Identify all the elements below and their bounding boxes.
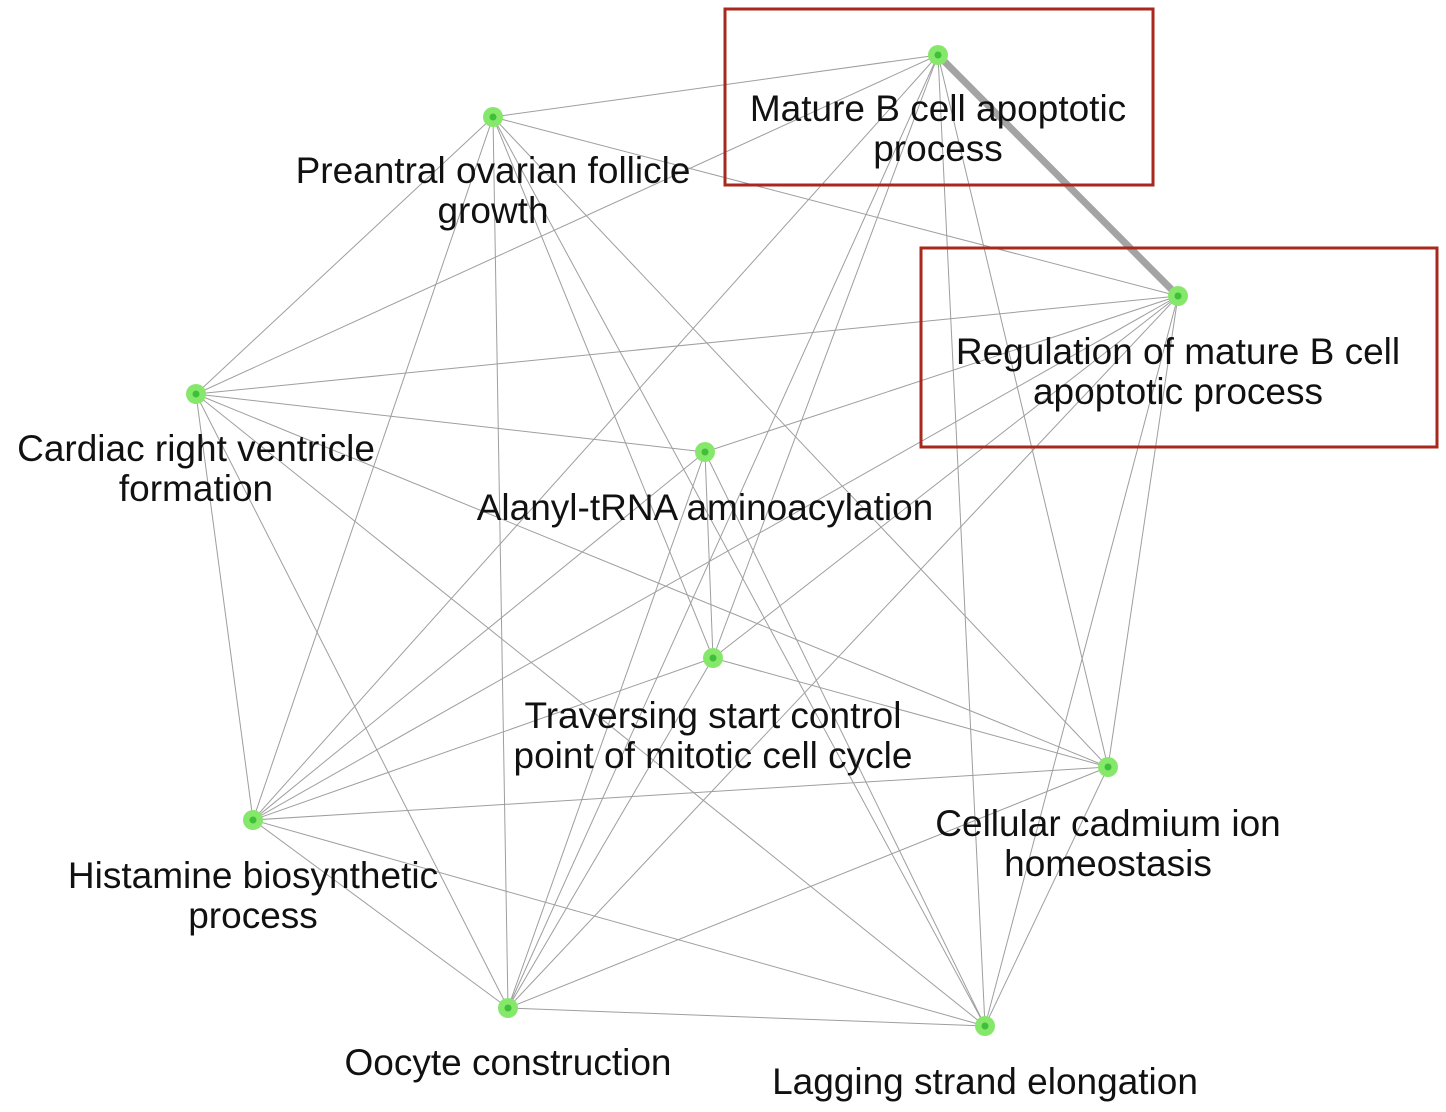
edge-preantral-traversing [492,116,714,659]
node-label-lagging: Lagging strand elongation [772,1061,1198,1102]
node-core-cardiac [192,390,200,398]
edge-preantral-cardiac [195,116,494,395]
edge-oocyte-cadmium [507,766,1109,1009]
node-label-alanyl: Alanyl-tRNA aminoacylation [477,487,934,528]
edge-preantral-histamine [252,116,494,821]
node-core-lagging [981,1022,989,1030]
node-lagging[interactable] [975,1016,995,1036]
node-core-cadmium [1104,763,1112,771]
edge-mature-oocyte [507,54,939,1009]
edge-alanyl-lagging [704,451,986,1027]
node-alanyl[interactable] [695,442,715,462]
node-label-line: Mature B cell apoptotic [750,88,1126,129]
node-label-line: Traversing start control [525,695,902,736]
node-core-alanyl [701,448,709,456]
highlight-box-mature [723,7,1155,187]
node-label-line: Cardiac right ventricle [17,428,375,469]
edge-regulation-alanyl [704,295,1179,453]
edge-traversing-histamine [252,657,714,821]
node-label-line: apoptotic process [1033,371,1323,412]
node-label-line: homeostasis [1004,843,1212,884]
node-core-oocyte [504,1004,512,1012]
edge-regulation-cardiac [195,295,1179,395]
edge-cardiac-alanyl [195,393,706,453]
node-core-preantral [489,113,497,121]
node-label-line: Oocyte construction [345,1042,672,1083]
edge-oocyte-lagging [507,1007,986,1027]
node-histamine[interactable] [243,810,263,830]
edge-mature-preantral [492,54,939,118]
node-label-line: process [873,128,1003,169]
node-label-line: formation [119,468,273,509]
edge-regulation-lagging [984,295,1179,1027]
node-label-line: Preantral ovarian follicle [296,150,691,191]
nodes-layer [186,45,1188,1036]
edge-histamine-cadmium [252,766,1109,821]
node-label-oocyte: Oocyte construction [345,1042,672,1083]
node-label-line: process [188,895,318,936]
edge-regulation-histamine [252,295,1179,821]
node-label-line: Regulation of mature B cell [956,331,1400,372]
edge-preantral-lagging [492,116,986,1027]
node-mature[interactable] [928,45,948,65]
node-cadmium[interactable] [1098,757,1118,777]
edge-mature-traversing [712,54,939,659]
node-core-mature [934,51,942,59]
edge-cardiac-cadmium [195,393,1109,768]
edge-traversing-oocyte [507,657,714,1009]
edge-alanyl-oocyte [507,451,706,1009]
edge-preantral-cadmium [492,116,1109,768]
node-label-line: growth [437,190,548,231]
highlight-boxes-layer [723,7,1439,449]
edge-alanyl-histamine [252,451,706,821]
edge-alanyl-traversing [704,451,714,659]
edge-histamine-lagging [252,819,986,1027]
node-label-line: Lagging strand elongation [772,1061,1198,1102]
edge-preantral-oocyte [492,116,509,1009]
node-traversing[interactable] [703,648,723,668]
node-core-regulation [1174,292,1182,300]
edge-regulation-traversing [712,295,1179,659]
node-regulation[interactable] [1168,286,1188,306]
node-label-line: point of mitotic cell cycle [514,735,913,776]
edge-mature-histamine [252,54,939,821]
edges-layer [195,51,1182,1027]
node-core-histamine [249,816,257,824]
edge-preantral-regulation [492,116,1179,297]
edge-cadmium-lagging [984,766,1109,1027]
node-label-line: Alanyl-tRNA aminoacylation [477,487,934,528]
node-label-line: Cellular cadmium ion [935,803,1280,844]
edge-cardiac-histamine [195,393,254,821]
edge-histamine-oocyte [252,819,509,1009]
edge-mature-cardiac [195,54,939,395]
node-core-traversing [709,654,717,662]
node-cardiac[interactable] [186,384,206,404]
edge-mature-cadmium [937,54,1109,768]
node-oocyte[interactable] [498,998,518,1018]
node-label-line: Histamine biosynthetic [68,855,438,896]
highlight-box-regulation [919,246,1439,449]
node-preantral[interactable] [483,107,503,127]
edge-cardiac-oocyte [195,393,509,1009]
edge-regulation-oocyte [507,295,1179,1009]
edge-mature-regulation [934,51,1182,300]
edge-cardiac-lagging [195,393,986,1027]
edge-traversing-cadmium [712,657,1109,768]
edge-regulation-cadmium [1107,295,1179,768]
edge-mature-lagging [937,54,986,1027]
